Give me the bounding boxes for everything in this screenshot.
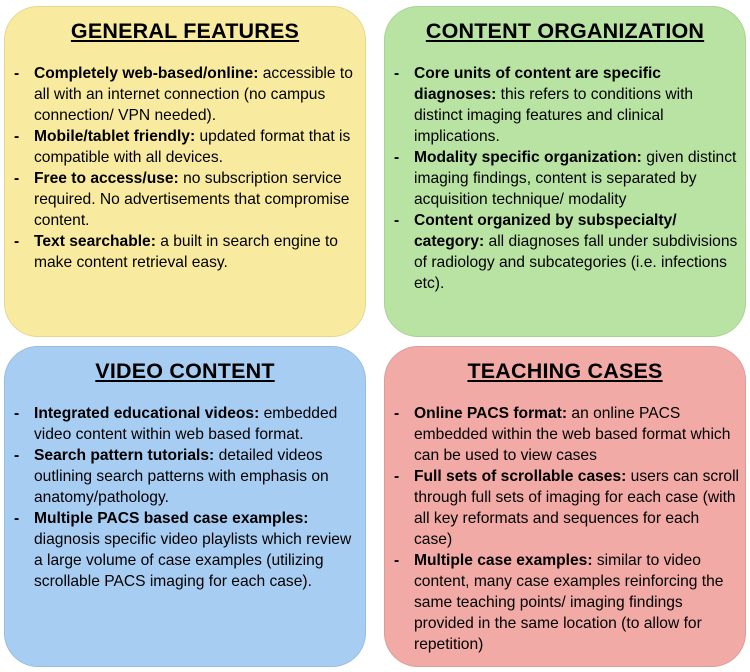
item-text: no subscription service required. No adv… [34,170,350,229]
item-heading: Multiple case examples: [414,552,593,569]
item-text: detailed videos outlining search pattern… [34,447,329,506]
bullet-dash: - [394,149,400,166]
item-text: an online PACS embedded within the web b… [414,405,731,464]
item-heading: Modality specific organization: [414,149,642,166]
item-text: a built in search engine to make content… [34,233,338,271]
list-item: -Text searchable: a built in search engi… [12,231,361,273]
feature-list: -Completely web-based/online: accessible… [12,63,361,273]
panel-title: GENERAL FEATURES [70,19,300,43]
bullet-dash: - [14,65,20,82]
item-text: accessible to all with an internet conne… [34,65,353,124]
item-heading: Core units of content are specific diagn… [414,65,661,103]
item-heading: Text searchable: [34,233,156,250]
list-item: -Multiple PACS based case examples: diag… [12,508,361,592]
item-heading: Mobile/tablet friendly: [34,128,196,145]
item-text: similar to video content, many case exam… [414,552,724,653]
list-item: -Integrated educational videos: embedded… [12,403,361,445]
item-heading: Online PACS format: [414,405,568,422]
item-heading: Completely web-based/online: [34,65,259,82]
bullet-dash: - [14,405,20,422]
item-text: embedded video content within web based … [34,405,338,443]
list-item: -Content organized by subspecialty/ cate… [392,210,741,294]
bullet-dash: - [394,468,400,485]
item-text: given distinct imaging findings, content… [414,149,737,208]
bullet-dash: - [14,510,20,527]
list-item: -Full sets of scrollable cases: users ca… [392,466,741,550]
panel-title: CONTENT ORGANIZATION [425,19,705,43]
list-item: -Multiple case examples: similar to vide… [392,550,741,655]
bullet-dash: - [14,233,20,250]
panel-video-content: VIDEO CONTENT -Integrated educational vi… [4,346,366,667]
list-item: -Search pattern tutorials: detailed vide… [12,445,361,508]
panel-general-features: GENERAL FEATURES -Completely web-based/o… [4,6,366,337]
list-item: -Core units of content are specific diag… [392,63,741,147]
bullet-dash: - [394,212,400,229]
bullet-dash: - [14,128,20,145]
panel-content-organization: CONTENT ORGANIZATION -Core units of cont… [384,6,746,337]
list-item: -Mobile/tablet friendly: updated format … [12,126,361,168]
list-item: -Free to access/use: no subscription ser… [12,168,361,231]
bullet-dash: - [394,65,400,82]
item-text: diagnosis specific video playlists which… [34,531,352,590]
list-item: -Online PACS format: an online PACS embe… [392,403,741,466]
panel-title: VIDEO CONTENT [95,359,275,383]
item-heading: Integrated educational videos: [34,405,260,422]
item-heading: Search pattern tutorials: [34,447,215,464]
item-heading: Free to access/use: [34,170,179,187]
item-heading: Multiple PACS based case examples: [34,510,309,527]
bullet-dash: - [14,170,20,187]
list-item: -Completely web-based/online: accessible… [12,63,361,126]
item-text: all diagnoses fall under subdivisions of… [414,233,738,292]
bullet-dash: - [14,447,20,464]
item-text: users can scroll through full sets of im… [414,468,740,548]
feature-list: -Integrated educational videos: embedded… [12,403,361,592]
panel-teaching-cases: TEACHING CASES -Online PACS format: an o… [384,346,746,667]
bullet-dash: - [394,552,400,569]
item-heading: Content organized by subspecialty/ categ… [414,212,677,250]
feature-list: -Core units of content are specific diag… [392,63,741,294]
item-text: this refers to conditions with distinct … [414,86,694,145]
list-item: -Modality specific organization: given d… [392,147,741,210]
bullet-dash: - [394,405,400,422]
item-heading: Full sets of scrollable cases: [414,468,627,485]
feature-list: -Online PACS format: an online PACS embe… [392,403,741,655]
item-text: updated format that is compatible with a… [34,128,351,166]
panel-title: TEACHING CASES [467,359,663,383]
